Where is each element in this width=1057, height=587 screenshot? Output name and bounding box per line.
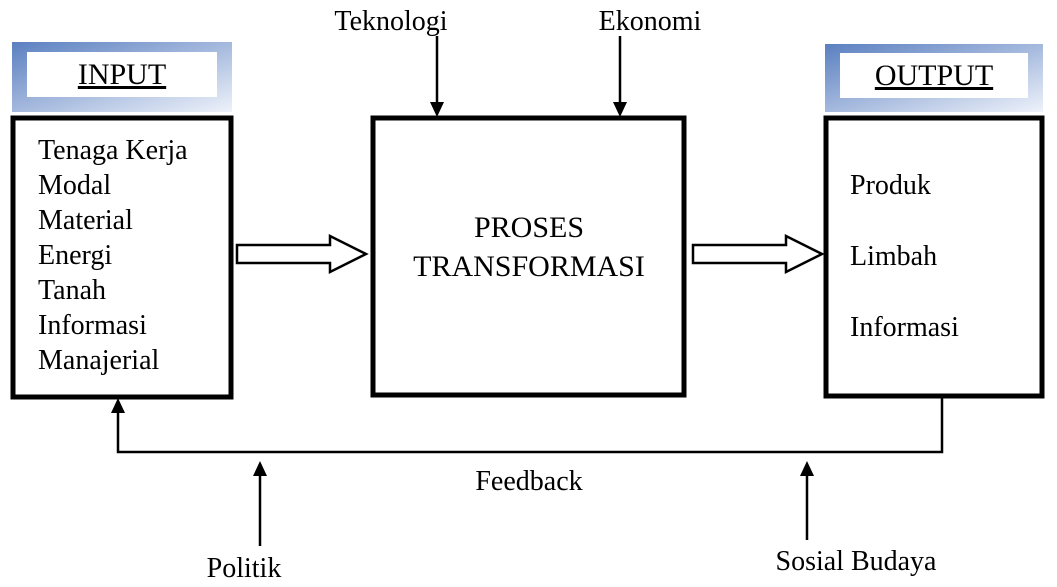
input-item: Material	[38, 205, 133, 236]
input-to-process-arrow	[235, 233, 369, 275]
output-box	[823, 115, 1045, 399]
input-items-list: Tenaga Kerja Modal Material Energi Tanah…	[38, 135, 188, 376]
sosial-budaya-label: Sosial Budaya	[776, 546, 938, 577]
output-header-label-box	[840, 53, 1028, 98]
input-item: Tenaga Kerja	[38, 135, 188, 166]
process-label-line-2: TRANSFORMASI	[413, 250, 645, 283]
feedback-loop-line	[116, 398, 944, 454]
output-item: Limbah	[850, 241, 937, 272]
ekonomi-label: Ekonomi	[599, 6, 702, 37]
output-item: Produk	[850, 170, 931, 201]
teknologi-arrow-head	[430, 102, 444, 117]
politik-label: Politik	[207, 553, 282, 584]
input-header: INPUT	[12, 42, 232, 112]
input-box	[10, 115, 234, 400]
input-header-label: INPUT	[78, 58, 166, 91]
output-items-list: Produk Limbah Informasi	[850, 170, 959, 343]
input-item: Energi	[38, 240, 112, 271]
feedback-arrow-head	[111, 398, 125, 413]
input-item: Modal	[38, 170, 111, 201]
output-header: OUTPUT	[825, 44, 1043, 112]
input-header-label-box	[27, 52, 217, 97]
politik-arrow-head	[253, 461, 267, 476]
teknologi-label: Teknologi	[334, 6, 447, 37]
ekonomi-arrow-head	[613, 102, 627, 117]
process-box	[370, 115, 687, 398]
output-item: Informasi	[850, 312, 959, 343]
output-header-label: OUTPUT	[875, 59, 993, 92]
sosial-budaya-arrow-head	[800, 461, 814, 476]
input-item: Tanah	[38, 275, 106, 306]
input-item: Informasi	[38, 310, 147, 341]
feedback-label: Feedback	[475, 466, 582, 497]
process-label-line-1: PROSES	[474, 211, 584, 244]
input-item: Manajerial	[38, 345, 159, 376]
process-to-output-arrow	[691, 233, 825, 275]
